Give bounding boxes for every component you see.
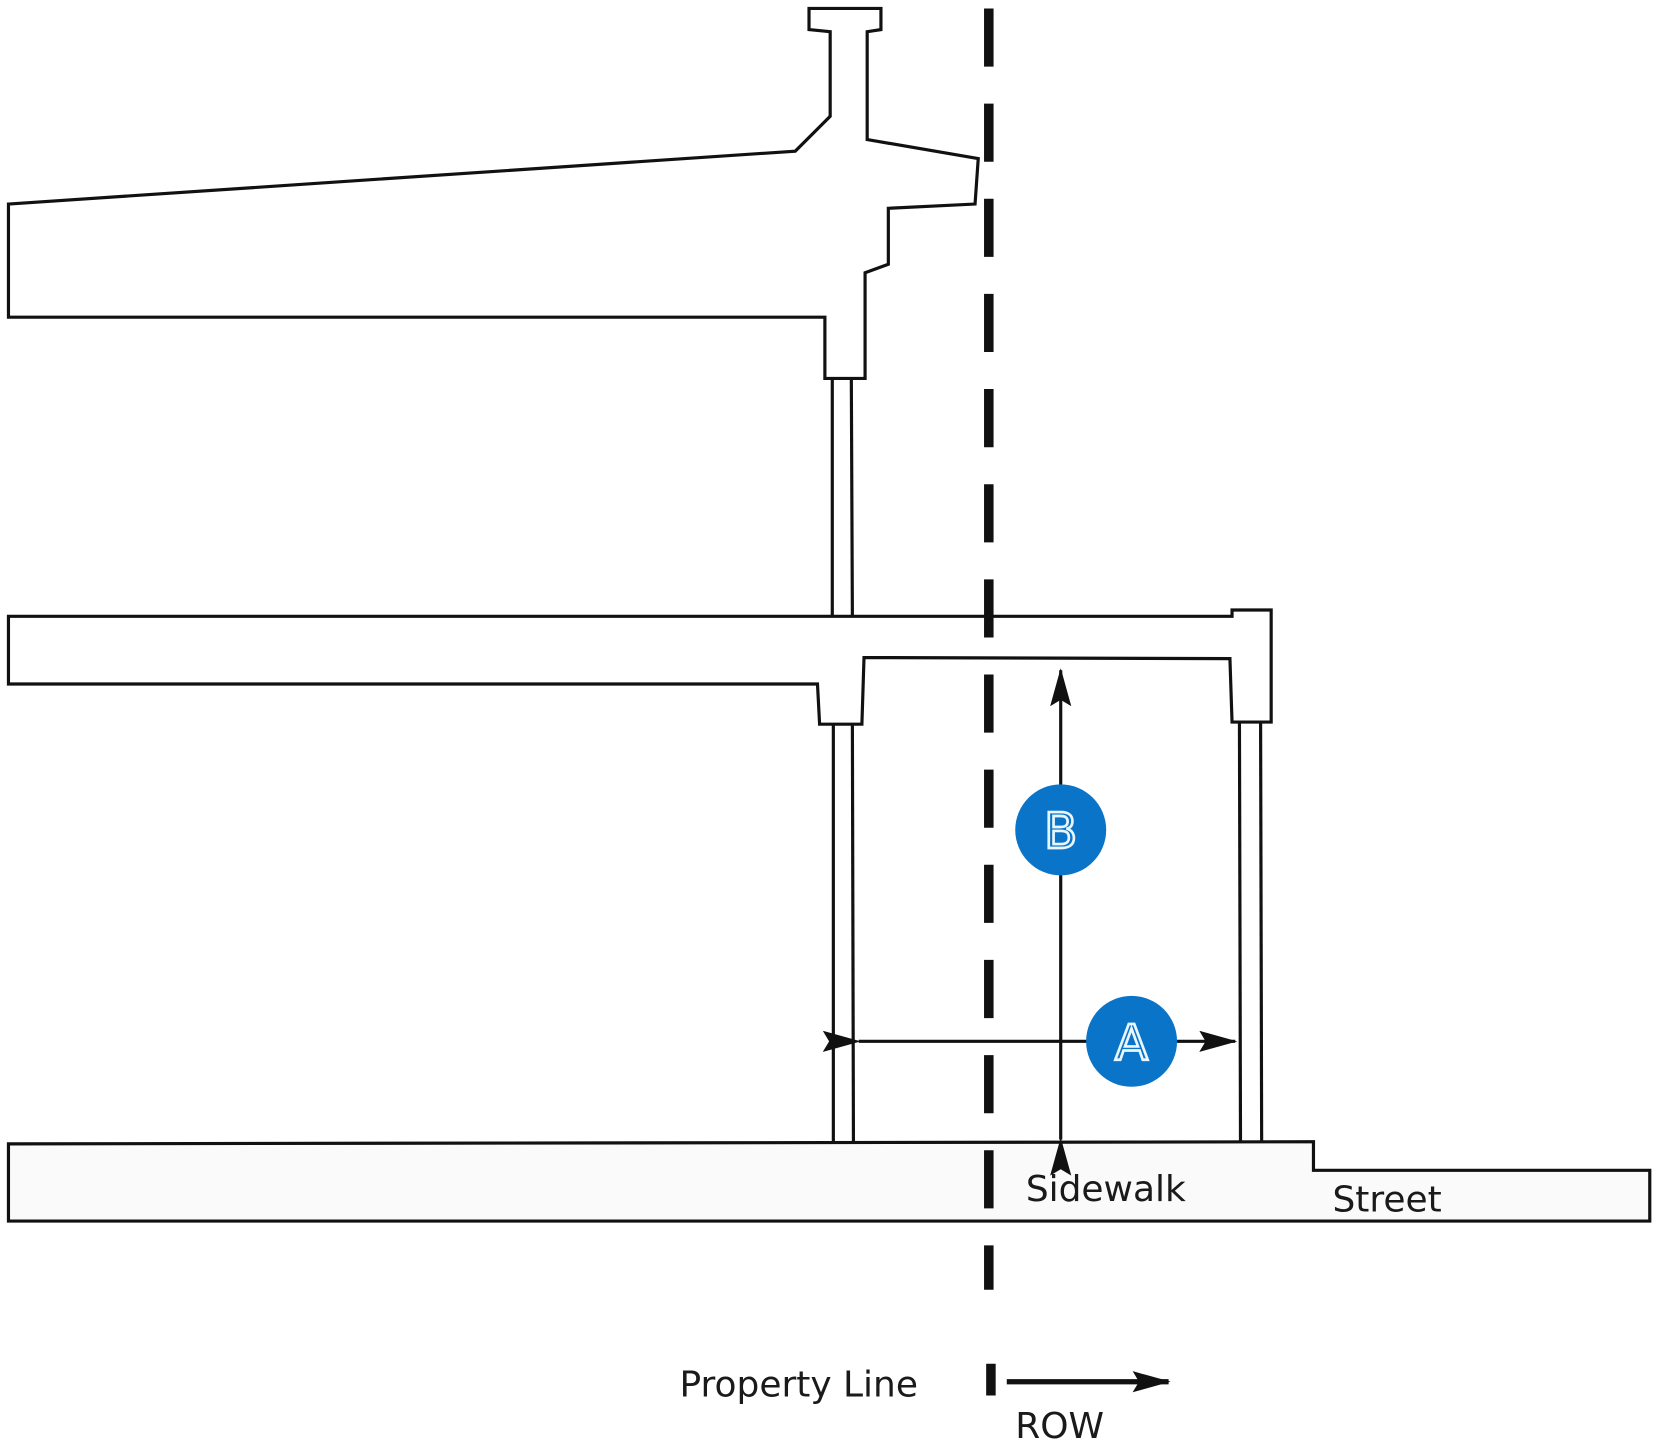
- upper-roof-slab: [6, 6, 980, 381]
- property-line-label: Property Line: [680, 1365, 918, 1406]
- legend: Property Line ROW: [680, 1363, 1171, 1442]
- right-lower-column: [1237, 722, 1264, 1143]
- upper-column: [830, 378, 854, 617]
- street-label: Street: [1333, 1180, 1442, 1221]
- middle-slab: [6, 608, 1273, 726]
- left-lower-column: [831, 724, 856, 1143]
- badge-a-label: A: [1115, 1015, 1148, 1071]
- row-label: ROW: [1015, 1406, 1104, 1442]
- dimension-a-badge: A: [1086, 995, 1178, 1087]
- badge-b-label: B: [1044, 804, 1077, 860]
- ground-sidewalk-street: [6, 1140, 1652, 1223]
- dimension-b-badge: B: [1015, 784, 1107, 876]
- sidewalk-label: Sidewalk: [1026, 1169, 1186, 1210]
